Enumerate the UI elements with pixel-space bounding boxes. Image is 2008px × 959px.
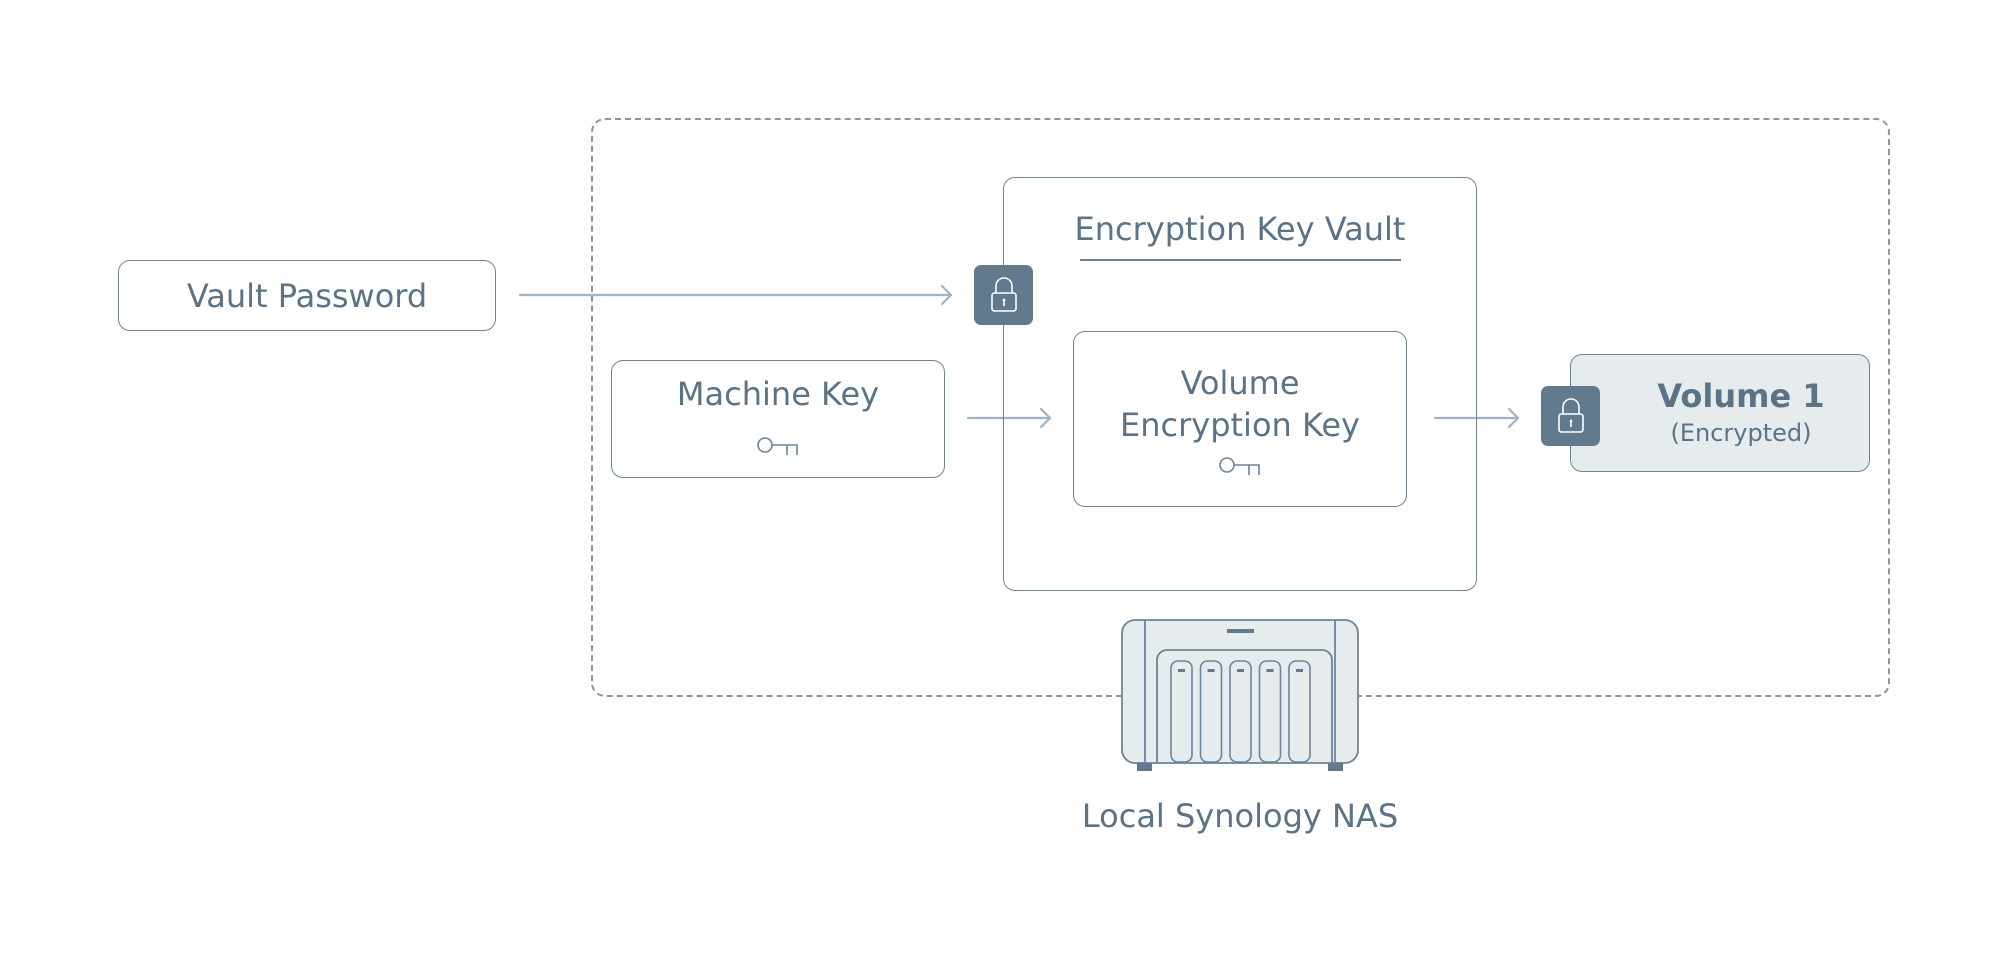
volume-lock-badge — [1541, 386, 1600, 446]
vault-title: Encryption Key Vault — [1074, 210, 1406, 248]
key-icon — [1219, 457, 1260, 475]
vault-password-label: Vault Password — [186, 276, 428, 315]
vault-title-underline — [1080, 259, 1401, 261]
vault-password-node: Vault Password — [118, 260, 496, 331]
volume-title: Volume 1 — [1657, 377, 1825, 415]
drive-bays — [1170, 660, 1311, 763]
volume-key-label-line1: Volume — [1180, 364, 1300, 402]
volume-key-label-line2: Encryption Key — [1120, 406, 1360, 444]
machine-key-node: Machine Key — [611, 360, 945, 478]
volume-1-node: Volume 1 (Encrypted) — [1570, 354, 1870, 472]
lock-icon — [1557, 398, 1584, 433]
machine-key-label: Machine Key — [676, 375, 880, 413]
drive-bay — [1199, 660, 1223, 763]
key-icon — [757, 437, 798, 455]
nas-device-icon — [1121, 619, 1359, 771]
encryption-key-vault — [1003, 177, 1477, 591]
drive-bay — [1170, 660, 1193, 763]
volume-subtitle: (Encrypted) — [1670, 419, 1812, 447]
drive-bay — [1229, 660, 1252, 763]
arrow-vault-password-to-vault — [518, 284, 953, 306]
lock-icon — [990, 277, 1017, 312]
vault-lock-badge — [974, 265, 1033, 325]
nas-label: Local Synology NAS — [1081, 797, 1399, 835]
arrow-machine-key-to-volume-key — [966, 407, 1052, 429]
drive-bay — [1258, 660, 1282, 763]
drive-bay — [1288, 660, 1311, 763]
volume-encryption-key-node: Volume Encryption Key — [1073, 331, 1407, 507]
